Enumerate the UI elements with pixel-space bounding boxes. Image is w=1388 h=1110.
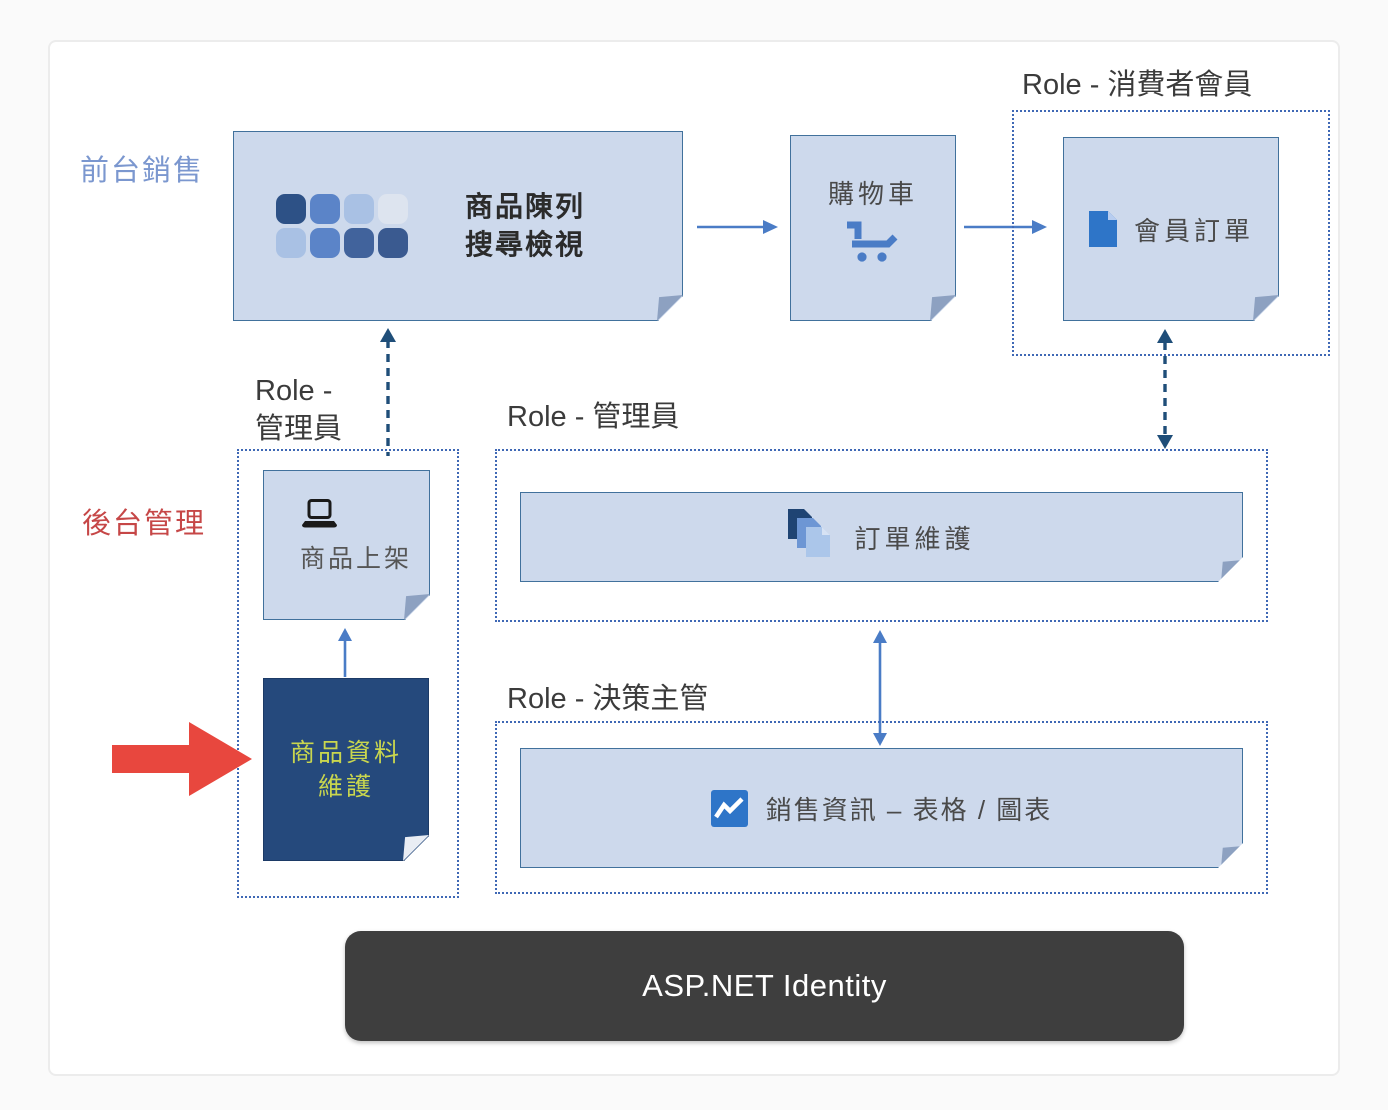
arrow-product-data-to-listing — [338, 628, 352, 677]
node-product-data-line2: 維護 — [317, 772, 374, 801]
arrow-display-to-cart — [697, 220, 778, 234]
arrow-member-order-order-maintenance — [1157, 329, 1173, 449]
node-product-display-content: 商品陳列 搜尋檢視 — [234, 132, 682, 320]
node-product-listing-label: 商品上架 — [300, 545, 413, 573]
node-product-display-line1: 商品陳列 — [465, 191, 586, 222]
role-group-consumer — [1012, 110, 1330, 356]
shopping-cart-icon — [844, 219, 902, 265]
node-sales-info-content: 銷售資訊 – 表格 / 圖表 — [521, 749, 1242, 867]
aspnet-identity-label: ASP.NET Identity — [642, 968, 887, 1003]
node-product-display-line2: 搜尋檢視 — [465, 229, 586, 260]
node-member-order-label: 會員訂單 — [1133, 215, 1254, 246]
node-product-data: 商品資料 維護 — [263, 678, 429, 861]
zone-label-back-admin: 後台管理 — [82, 508, 207, 540]
node-product-listing: 商品上架 — [263, 470, 430, 620]
zone-label-front-sales: 前台銷售 — [80, 155, 205, 187]
node-product-display: 商品陳列 搜尋檢視 — [233, 131, 683, 321]
document-icon — [1088, 210, 1118, 248]
arrow-admin-to-display — [380, 328, 396, 456]
node-product-data-content: 商品資料 維護 — [264, 679, 428, 860]
role-label-admin-left-line1: Role - — [255, 375, 333, 407]
stacked-documents-icon — [788, 509, 834, 565]
arrow-order-maintenance-sales-info — [873, 630, 887, 746]
node-member-order: 會員訂單 — [1063, 137, 1279, 321]
grid-tiles-icon — [276, 194, 409, 258]
node-product-listing-content: 商品上架 — [264, 471, 429, 619]
node-product-display-title: 商品陳列 搜尋檢視 — [465, 188, 585, 264]
node-order-maintenance-content: 訂單維護 — [521, 493, 1242, 581]
node-product-data-line1: 商品資料 — [289, 738, 402, 767]
node-product-data-title: 商品資料 維護 — [290, 736, 402, 804]
node-order-maintenance-label: 訂單維護 — [854, 523, 975, 554]
role-label-consumer: Role - 消費者會員 — [1022, 69, 1253, 101]
node-cart-label: 購物車 — [827, 178, 918, 209]
arrow-cart-to-member-order — [964, 220, 1047, 234]
node-cart-content: 購物車 — [791, 136, 955, 320]
role-label-admin-mid: Role - 管理員 — [507, 401, 680, 433]
role-label-admin-left: Role - 管理員 — [255, 372, 342, 448]
role-group-admin-mid — [495, 449, 1268, 622]
node-cart: 購物車 — [790, 135, 956, 321]
role-group-exec — [495, 721, 1268, 894]
laptop-icon — [300, 499, 338, 529]
role-label-admin-left-line2: 管理員 — [255, 413, 343, 445]
role-group-admin-left — [237, 449, 459, 898]
node-sales-info-label: 銷售資訊 – 表格 / 圖表 — [765, 794, 1053, 825]
node-order-maintenance: 訂單維護 — [520, 492, 1243, 582]
aspnet-identity-bar: ASP.NET Identity — [345, 931, 1184, 1041]
node-member-order-content: 會員訂單 — [1064, 138, 1278, 320]
role-label-exec: Role - 決策主管 — [507, 683, 709, 715]
node-sales-info: 銷售資訊 – 表格 / 圖表 — [520, 748, 1243, 868]
line-chart-icon — [711, 790, 748, 827]
